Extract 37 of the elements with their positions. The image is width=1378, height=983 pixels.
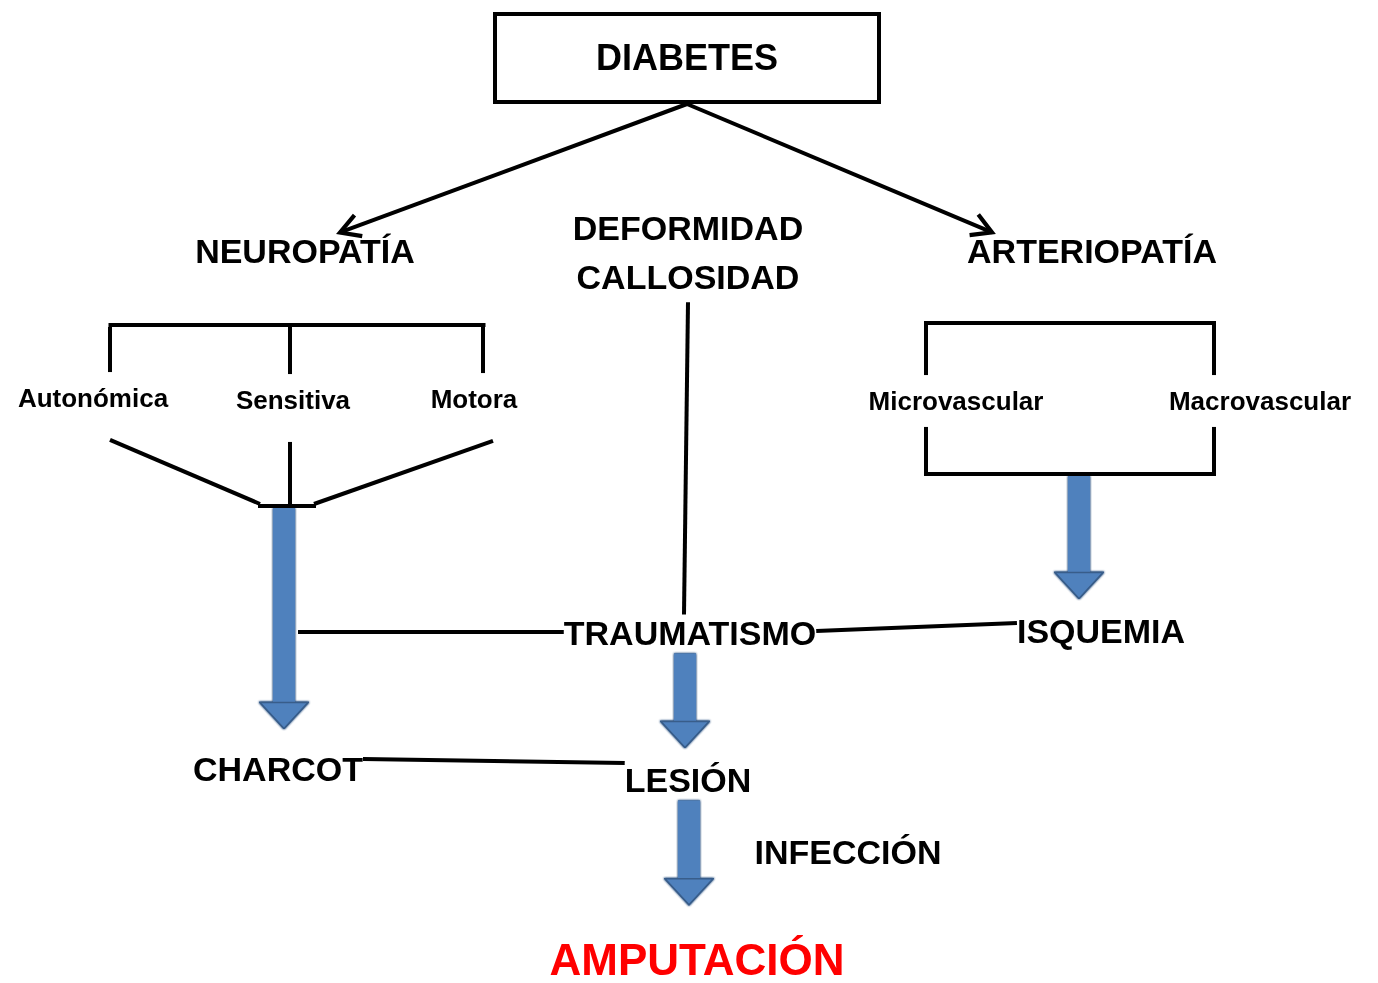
- block-arrow: [664, 800, 714, 906]
- block-arrow: [1054, 476, 1104, 600]
- connector-line: [298, 630, 564, 634]
- concept-label: Autonómica: [17, 372, 169, 440]
- concept-label: ISQUEMIA: [1016, 598, 1186, 652]
- connector-line: [481, 327, 485, 374]
- connector-line: [108, 327, 112, 373]
- connector-line: [313, 439, 494, 506]
- block-arrow: [259, 508, 309, 730]
- concept-label: TRAUMATISMO: [563, 614, 817, 654]
- process-box: DIABETES: [493, 12, 881, 104]
- concept-label: Sensitiva: [235, 374, 351, 442]
- bus-bar: [108, 323, 485, 327]
- concept-label: Motora: [430, 373, 518, 441]
- arrow: [337, 102, 688, 239]
- concept-label: CHARCOT: [193, 728, 363, 790]
- concept-label: Microvascular: [868, 375, 1044, 427]
- connector-line: [362, 757, 625, 765]
- concept-label: NEUROPATÍA: [195, 232, 415, 272]
- concept-label: DEFORMIDAD CALLOSIDAD: [538, 203, 838, 303]
- concept-label: Macrovascular: [1168, 375, 1352, 427]
- bus-bar: [258, 504, 316, 508]
- connector-line: [924, 325, 928, 376]
- arrow: [686, 102, 995, 238]
- connector-line: [924, 426, 928, 472]
- connector-line: [288, 441, 292, 504]
- connector-line: [816, 621, 1017, 633]
- connector-line: [682, 302, 690, 615]
- bus-bar: [924, 472, 1216, 476]
- connector-line: [109, 438, 261, 506]
- connector-line: [1212, 325, 1216, 376]
- concept-label: AMPUTACIÓN: [549, 904, 845, 983]
- bus-bar: [924, 321, 1216, 325]
- connector-line: [1212, 426, 1216, 472]
- concept-label: ARTERIOPATÍA: [967, 232, 1217, 272]
- connector-line: [288, 327, 292, 375]
- concept-label: LESIÓN: [624, 747, 752, 801]
